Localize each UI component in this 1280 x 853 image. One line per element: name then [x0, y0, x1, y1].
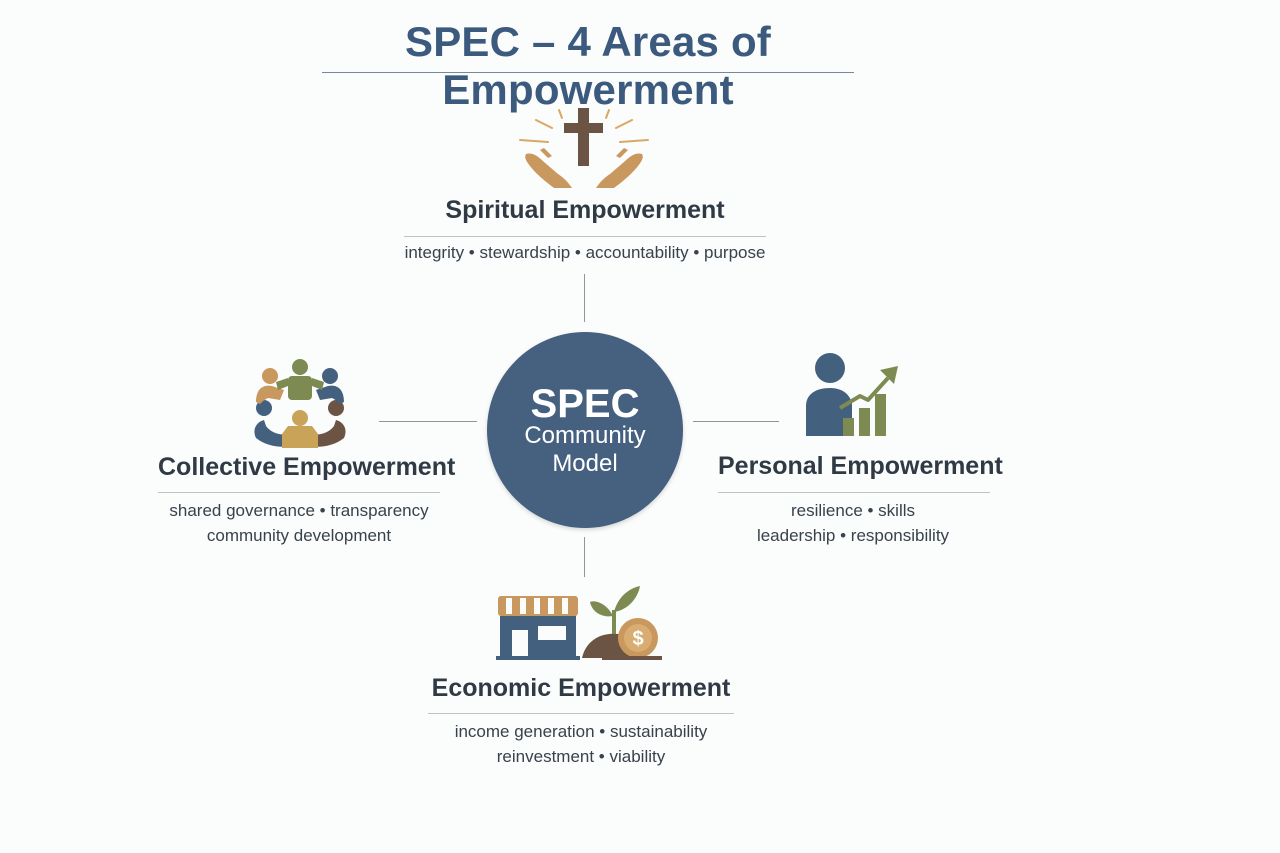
personal-values-line2: leadership • responsibility: [756, 526, 950, 545]
svg-text:$: $: [632, 628, 643, 650]
page-title: SPEC – 4 Areas of Empowerment: [405, 18, 771, 113]
spiritual-divider: [404, 236, 766, 237]
spiritual-values: integrity • stewardship • accountability…: [404, 243, 766, 262]
economic-empowerment-title: Economic Empowerment: [431, 674, 731, 702]
connector-top: [584, 274, 585, 322]
person-growth-chart-icon: [802, 352, 902, 440]
collective-divider: [158, 492, 440, 493]
hub-subtitle-line1: Community: [524, 422, 646, 449]
personal-divider: [718, 492, 990, 493]
hub-title: SPEC: [530, 382, 640, 426]
collective-values-line2: community development: [206, 526, 392, 545]
economic-values-line2: reinvestment • viability: [496, 747, 666, 766]
connector-left: [379, 421, 477, 422]
collective-empowerment-title: Collective Empowerment: [158, 453, 456, 481]
collective-values-line1: shared governance • transparency: [169, 501, 429, 520]
economic-divider: [428, 713, 734, 714]
cross-hands-icon: [514, 104, 654, 192]
personal-empowerment-title: Personal Empowerment: [718, 452, 1003, 480]
connector-right: [693, 421, 779, 422]
economic-values-line1: income generation • sustainability: [454, 722, 708, 741]
title-underline: [322, 72, 854, 73]
spiritual-empowerment-title: Spiritual Empowerment: [445, 196, 725, 224]
personal-values-line1: resilience • skills: [790, 501, 916, 520]
spec-community-model-hub: SPEC Community Model: [487, 332, 683, 528]
shop-plant-coin-icon: $: [494, 582, 668, 662]
hub-subtitle-line2: Model: [552, 450, 618, 477]
connector-bottom: [584, 537, 585, 577]
people-circle-icon: [246, 356, 354, 452]
